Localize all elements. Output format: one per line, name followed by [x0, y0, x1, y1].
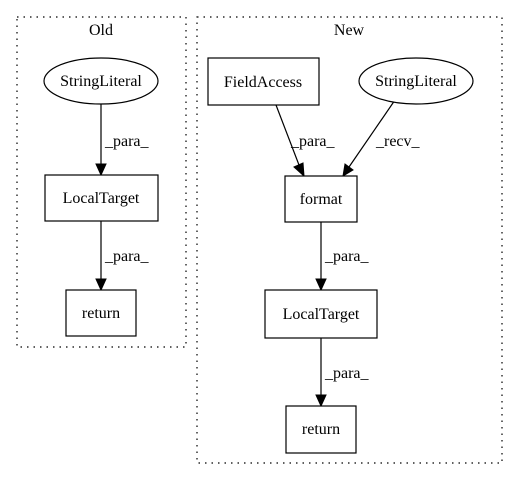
node-label: format	[300, 191, 343, 208]
node-label: return	[82, 305, 120, 322]
edge-label: _para_	[104, 133, 150, 150]
node-new-localtarget: LocalTarget	[264, 289, 378, 339]
edge-new-fieldaccess-format: _para_	[275, 104, 336, 178]
edge-old-localtarget-return: _para_	[95, 221, 150, 292]
cluster-new-border	[196, 16, 503, 464]
cluster-old: Old	[16, 16, 187, 348]
edge-label: _para_	[290, 133, 336, 150]
node-old-stringliteral: StringLiteral	[43, 57, 159, 105]
cluster-old-title: Old	[89, 22, 113, 39]
edge-old-stringliteral-localtarget: _para_	[95, 104, 150, 177]
node-old-return: return	[65, 289, 137, 337]
edge-new-localtarget-return: _para_	[315, 338, 370, 408]
cluster-new-title: New	[334, 22, 365, 39]
node-old-localtarget: LocalTarget	[44, 174, 159, 222]
edge-new-format-localtarget: _para_	[315, 222, 370, 292]
node-new-stringliteral: StringLiteral	[358, 57, 474, 105]
node-label: LocalTarget	[63, 190, 140, 207]
node-new-format: format	[284, 175, 358, 223]
edge-new-stringliteral-format: _recv_	[342, 99, 421, 177]
node-label: FieldAccess	[224, 74, 302, 91]
node-label: StringLiteral	[375, 73, 457, 90]
node-label: StringLiteral	[60, 73, 142, 90]
edge-label: _para_	[324, 365, 370, 382]
node-label: return	[302, 421, 340, 438]
edge-label: _para_	[104, 248, 150, 265]
node-new-fieldaccess: FieldAccess	[207, 57, 320, 106]
node-label: LocalTarget	[283, 306, 360, 323]
cluster-old-border	[16, 16, 187, 348]
cluster-new: New	[196, 16, 503, 464]
edge-label: _para_	[324, 248, 370, 265]
edge-label: _recv_	[375, 133, 421, 150]
node-new-return: return	[285, 405, 357, 454]
